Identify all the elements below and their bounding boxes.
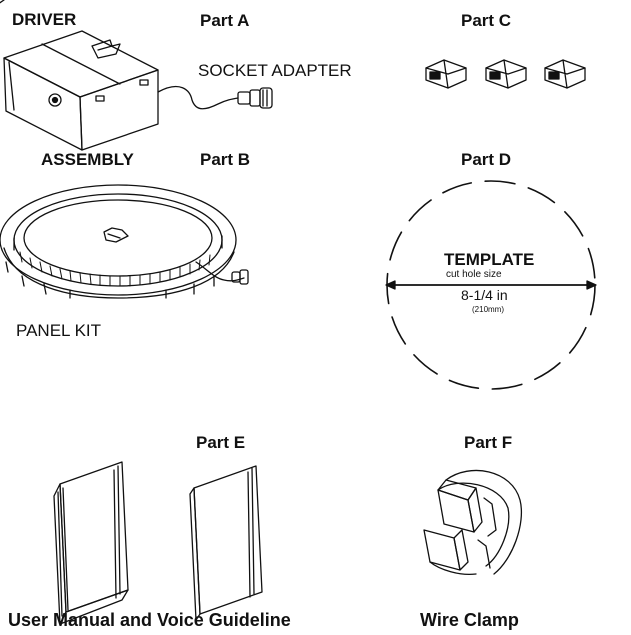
template-subtitle: cut hole size bbox=[446, 269, 502, 280]
part-d-label: Part D bbox=[461, 150, 512, 169]
driver-label: DRIVER bbox=[12, 10, 77, 29]
socket-adapter-label: SOCKET ADAPTER bbox=[198, 61, 352, 80]
part-b-label: Part B bbox=[200, 150, 251, 169]
assembly-label: ASSEMBLY bbox=[41, 150, 134, 169]
socket-adapter-illustration bbox=[157, 85, 273, 110]
driver-box-illustration bbox=[3, 30, 159, 151]
template-circle-illustration bbox=[385, 180, 597, 390]
part-f-label: Part F bbox=[464, 433, 513, 452]
panel-kit-label: PANEL KIT bbox=[16, 321, 102, 340]
template-title: TEMPLATE bbox=[444, 250, 535, 269]
user-manual-illustration bbox=[53, 461, 263, 625]
part-a-label: Part A bbox=[200, 11, 250, 30]
template-size: 8-1/4 in bbox=[461, 287, 508, 303]
part-c-label: Part C bbox=[461, 11, 512, 30]
connectors-illustration bbox=[425, 59, 586, 89]
cropped-fragment bbox=[0, 0, 5, 4]
panel-assembly-illustration bbox=[0, 184, 249, 299]
user-manual-label: User Manual and Voice Guideline bbox=[8, 610, 291, 630]
part-e-label: Part E bbox=[196, 433, 246, 452]
template-size-mm: (210mm) bbox=[472, 305, 505, 314]
wire-clamp-label: Wire Clamp bbox=[420, 610, 519, 630]
wire-clamp-illustration bbox=[423, 469, 522, 576]
